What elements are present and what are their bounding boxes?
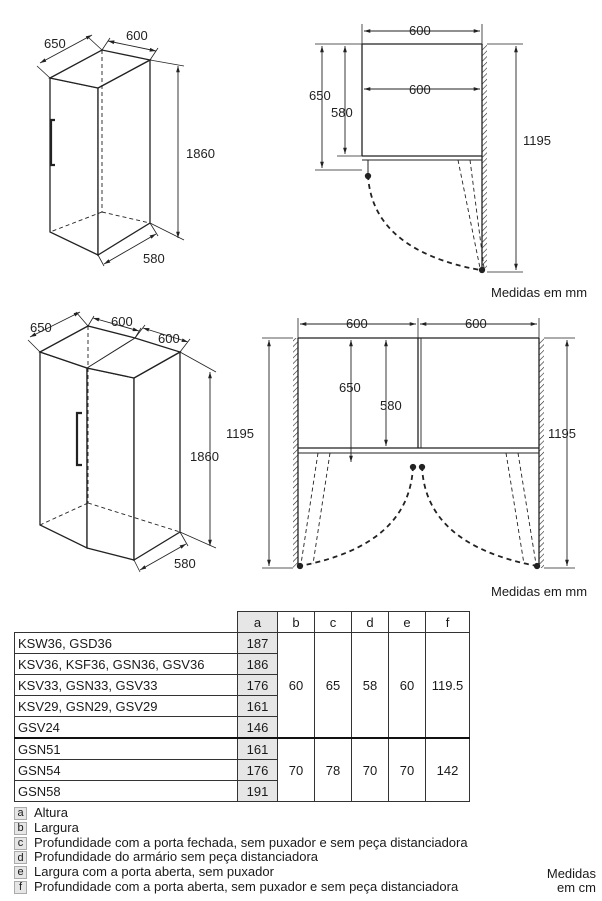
legend-item: f Profundidade com a porta aberta, sem pu… <box>14 878 468 895</box>
plan2-width-left-label: 600 <box>346 316 368 331</box>
table-row: GSN54 176 <box>14 759 470 781</box>
plan1-width-inner-label: 600 <box>409 82 431 97</box>
a-cell: 176 <box>237 674 278 696</box>
legend-text: Profundidade com a porta aberta, sem pux… <box>34 878 459 894</box>
plan2-door-open-right-label: 1195 <box>548 426 576 441</box>
dimensions-table: a b c d e f KSW36, GSD36 187 60 65 58 60… <box>14 611 470 802</box>
b-cell: 60 <box>277 632 315 739</box>
plan1-depth-open-label: 650 <box>309 88 331 103</box>
legend-text: Largura <box>34 819 79 835</box>
table-row: GSN58 191 <box>14 780 470 802</box>
table-row: KSW36, GSD36 187 60 65 58 60 119.5 <box>14 632 470 739</box>
units-cm-line1: Medidas <box>546 866 596 881</box>
table-header-model <box>14 611 238 633</box>
plan2-depth-body-label: 580 <box>380 398 402 413</box>
iso1-base-label: 580 <box>143 251 165 266</box>
iso-single-unit <box>36 34 185 267</box>
table-header-b: b <box>277 611 315 633</box>
a-cell: 161 <box>237 695 278 717</box>
legend-item: d Profundidade do armário sem peça distan… <box>14 850 468 865</box>
a-cell: 146 <box>237 716 278 739</box>
a-cell: 191 <box>237 780 278 802</box>
a-cell: 186 <box>237 653 278 675</box>
table-row: KSV29, GSN29, GSV29 161 <box>14 695 470 717</box>
plan1-door-open-label: 1195 <box>523 133 551 148</box>
plan-single-unit <box>315 24 523 274</box>
units-note-mm-1: Medidas em mm <box>491 285 588 300</box>
iso2-depth-label: 650 <box>30 320 52 335</box>
b-cell: 70 <box>277 737 315 802</box>
dimension-drawings: 650 600 1860 580 600 600 <box>27 23 576 573</box>
model-cell: KSV33, GSN33, GSV33 <box>14 674 238 696</box>
iso-double-unit <box>27 311 217 573</box>
table-header-row: a b c d e f <box>14 611 470 633</box>
plan1-depth-body-label: 580 <box>331 105 353 120</box>
legend-item: a Altura <box>14 805 468 821</box>
iso1-width-label: 600 <box>126 28 148 43</box>
d-cell: 58 <box>351 632 389 739</box>
iso2-base-label: 580 <box>174 556 196 571</box>
model-cell: GSN51 <box>14 737 238 760</box>
c-cell: 65 <box>314 632 352 739</box>
plan1-width-top-label: 600 <box>409 23 431 38</box>
plan-double-unit <box>262 318 575 570</box>
table-header-f: f <box>425 611 470 633</box>
legend-text: Profundidade do armário sem peça distanc… <box>34 849 319 865</box>
units-cm-line2: em cm <box>557 880 596 895</box>
table-header-c: c <box>314 611 352 633</box>
table-row: GSN51 161 70 78 70 70 142 <box>14 737 470 802</box>
units-note-mm-2: Medidas em mm <box>491 584 588 599</box>
legend-text: Altura <box>34 805 68 820</box>
a-cell: 176 <box>237 759 278 781</box>
model-cell: GSN58 <box>14 780 238 802</box>
c-cell: 78 <box>314 737 352 802</box>
legend-letter: c <box>14 836 27 850</box>
model-cell: KSV29, GSN29, GSV29 <box>14 695 238 717</box>
d-cell: 70 <box>351 737 389 802</box>
plan2-width-right-label: 600 <box>465 316 487 331</box>
model-cell: GSN54 <box>14 759 238 781</box>
iso1-height-label: 1860 <box>186 146 215 161</box>
a-cell: 161 <box>237 737 278 760</box>
iso2-width-right-label: 600 <box>158 331 180 346</box>
f-cell: 142 <box>425 737 470 802</box>
model-cell: GSV24 <box>14 716 238 739</box>
iso2-height-label: 1860 <box>190 449 219 464</box>
e-cell: 70 <box>388 737 426 802</box>
legend-letter: d <box>14 851 27 865</box>
legend-letter: e <box>14 866 27 880</box>
a-cell: 187 <box>237 632 278 654</box>
table-row: KSV33, GSN33, GSV33 176 <box>14 674 470 696</box>
iso2-width-left-label: 600 <box>111 314 133 329</box>
table-row: GSV24 146 <box>14 716 470 739</box>
table-header-a: a <box>237 611 278 633</box>
legend-letter: b <box>14 821 27 835</box>
legend-item: b Largura <box>14 819 468 836</box>
legend-text: Profundidade com a porta fechada, sem pu… <box>34 834 468 850</box>
plan2-door-open-left-label: 1195 <box>226 426 254 441</box>
legend-item: e Largura com a porta aberta, sem puxador <box>14 864 468 880</box>
plan2-depth-open-label: 650 <box>339 380 361 395</box>
legend-text: Largura com a porta aberta, sem puxador <box>34 864 274 880</box>
f-cell: 119.5 <box>425 632 470 739</box>
units-note-cm: Medidas em cm <box>547 867 596 895</box>
model-cell: KSV36, KSF36, GSN36, GSV36 <box>14 653 238 675</box>
iso1-depth-label: 650 <box>44 36 66 51</box>
table-header-e: e <box>388 611 426 633</box>
legend-letter: a <box>14 807 27 820</box>
model-cell: KSW36, GSD36 <box>14 632 238 654</box>
legend-item: c Profundidade com a porta fechada, sem p… <box>14 834 468 851</box>
table-header-d: d <box>351 611 389 633</box>
legend-letter: f <box>14 880 27 894</box>
e-cell: 60 <box>388 632 426 739</box>
